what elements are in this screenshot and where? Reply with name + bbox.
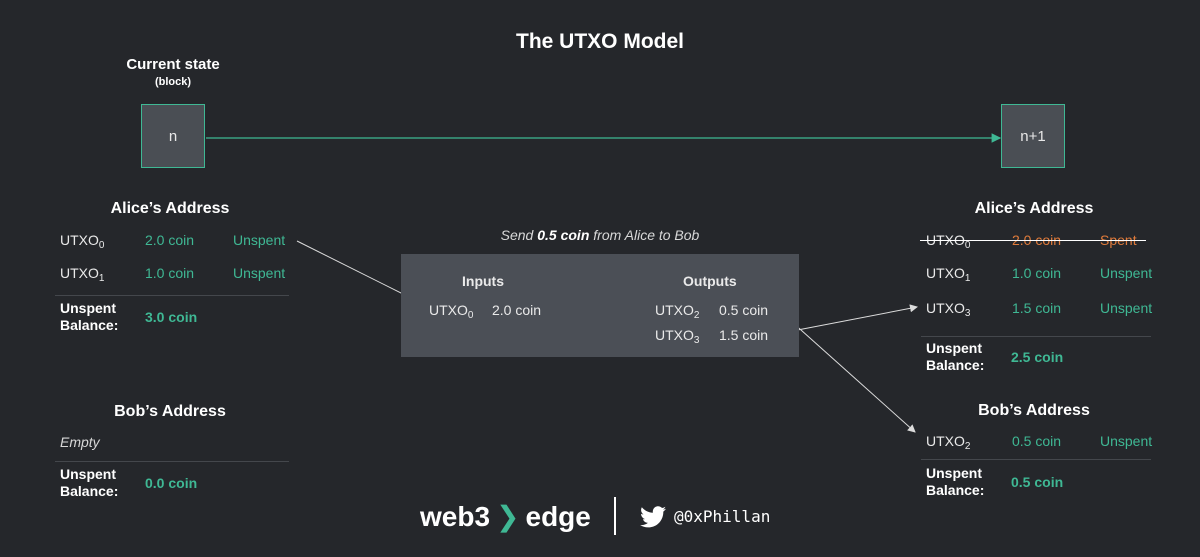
transaction-box bbox=[401, 254, 799, 357]
utxo2-to-bob-arrow bbox=[781, 312, 916, 433]
right-alice-utxo1-status: Unspent bbox=[1100, 265, 1153, 281]
twitter-handle: @0xPhillan bbox=[674, 507, 771, 526]
right-alice-utxo1-name: UTXO1 bbox=[926, 265, 971, 284]
block-n-plus-1-label: n+1 bbox=[1020, 127, 1046, 145]
right-bob-separator bbox=[921, 459, 1151, 460]
right-alice-utxo0-strike-line bbox=[920, 240, 1146, 241]
left-alice-title: Alice’s Address bbox=[110, 200, 230, 217]
block-n: n bbox=[141, 104, 205, 168]
right-bob-balance-value: 0.5 coin bbox=[1011, 474, 1064, 490]
tx-caption: Send 0.5 coin from Alice to Bob bbox=[500, 227, 700, 243]
tx-output-utxo2-amount: 0.5 coin bbox=[719, 302, 769, 318]
tx-output-utxo2-name: UTXO2 bbox=[655, 302, 700, 321]
left-bob-balance-value: 0.0 coin bbox=[145, 475, 198, 491]
right-bob-utxo2-name: UTXO2 bbox=[926, 433, 971, 452]
tx-input-utxo0-amount: 2.0 coin bbox=[492, 302, 542, 318]
tx-outputs-header: Outputs bbox=[683, 273, 737, 289]
left-alice-separator bbox=[55, 295, 289, 296]
left-bob-separator bbox=[55, 461, 289, 462]
twitter-icon bbox=[640, 506, 666, 533]
right-bob-utxo2-status: Unspent bbox=[1100, 433, 1153, 449]
left-alice-utxo1-amount: 1.0 coin bbox=[145, 265, 195, 281]
current-state-title: Current state bbox=[126, 56, 220, 73]
tx-input-utxo0-name: UTXO0 bbox=[429, 302, 474, 321]
right-alice-balance-value: 2.5 coin bbox=[1011, 349, 1064, 365]
left-bob-title: Bob’s Address bbox=[114, 403, 226, 420]
diagram-title: The UTXO Model bbox=[516, 30, 684, 53]
left-bob-empty: Empty bbox=[60, 434, 100, 450]
web3edge-logo: web3❯edge bbox=[420, 501, 591, 532]
right-bob-utxo2-amount: 0.5 coin bbox=[1012, 433, 1062, 449]
block-n-label: n bbox=[168, 127, 178, 145]
right-alice-separator bbox=[921, 336, 1151, 337]
right-alice-utxo3-name: UTXO3 bbox=[926, 300, 971, 319]
right-alice-utxo3-status: Unspent bbox=[1100, 300, 1153, 316]
left-alice-utxo0-name: UTXO0 bbox=[60, 232, 105, 251]
tx-output-utxo3-amount: 1.5 coin bbox=[719, 327, 769, 343]
utxo0-to-input-arrow bbox=[296, 240, 422, 304]
right-alice-title: Alice’s Address bbox=[974, 200, 1094, 217]
left-alice-utxo1-name: UTXO1 bbox=[60, 265, 105, 284]
right-bob-title: Bob’s Address bbox=[978, 402, 1090, 419]
left-alice-utxo0-amount: 2.0 coin bbox=[145, 232, 195, 248]
left-alice-balance-value: 3.0 coin bbox=[145, 309, 198, 325]
right-alice-utxo3-amount: 1.5 coin bbox=[1012, 300, 1062, 316]
chevron-right-icon: ❯ bbox=[496, 501, 520, 532]
tx-output-utxo3-name: UTXO3 bbox=[655, 327, 700, 346]
tx-inputs-header: Inputs bbox=[462, 273, 504, 289]
utxo3-to-alice-arrow bbox=[781, 304, 918, 334]
current-state-subtitle: (block) bbox=[154, 76, 192, 88]
footer-divider bbox=[614, 497, 616, 535]
left-alice-utxo0-status: Unspent bbox=[233, 232, 286, 248]
block-n-plus-1: n+1 bbox=[1001, 104, 1065, 168]
right-alice-utxo0-name: UTXO0 bbox=[926, 232, 971, 251]
left-alice-utxo1-status: Unspent bbox=[233, 265, 286, 281]
right-alice-utxo1-amount: 1.0 coin bbox=[1012, 265, 1062, 281]
